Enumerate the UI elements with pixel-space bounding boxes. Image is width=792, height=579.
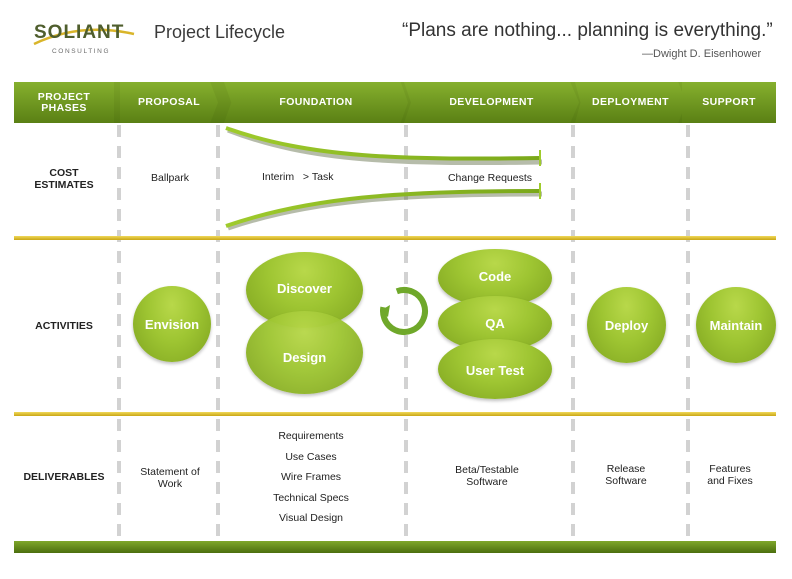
phase-header: PROJECT PHASES: [14, 82, 114, 123]
quote-author: —Dwight D. Eisenhower: [642, 48, 762, 60]
funnel-top-shadow: [227, 127, 543, 166]
funnel-bottom-shadow: [227, 191, 543, 231]
cost-proposal: Ballpark: [151, 172, 189, 184]
phase-development-label: DEVELOPMENT: [449, 96, 534, 108]
bottom-bar: [14, 541, 776, 553]
phase-foundation-label: FOUNDATION: [279, 96, 353, 108]
soliant-logo: SOLIANT CONSULTING: [30, 18, 140, 66]
phase-proposal: PROPOSAL: [120, 82, 218, 123]
phase-deployment: DEPLOYMENT: [575, 82, 686, 123]
estimate-funnel: [225, 126, 543, 231]
cost-foundation: Interim > Task: [262, 171, 372, 183]
row-label-activities: ACTIVITIES: [35, 320, 93, 332]
activity-design: Design: [246, 311, 363, 394]
deliverable-support: Features and Fixes: [707, 463, 753, 487]
phase-support-label: SUPPORT: [702, 96, 756, 108]
phase-header-label: PROJECT PHASES: [37, 90, 91, 114]
funnel-bottom-line: [225, 189, 541, 228]
activity-user-test-label: User Test: [465, 363, 525, 378]
activity-maintain: Maintain: [696, 287, 776, 363]
cost-task: Task: [311, 171, 334, 183]
phase-foundation: FOUNDATION: [224, 82, 408, 123]
column-divider: [117, 125, 121, 539]
activity-design-label: Design: [282, 350, 327, 365]
cost-arrow: >: [302, 171, 309, 183]
row-divider: [14, 236, 776, 240]
activity-code-label: Code: [478, 268, 512, 284]
funnel-top-line: [225, 126, 541, 161]
activity-discover-label: Discover: [277, 280, 332, 296]
deliverable-item: Use Cases: [285, 450, 337, 463]
deliverable-deployment: Release Software: [605, 463, 647, 487]
phase-development: DEVELOPMENT: [404, 82, 579, 123]
iteration-cycle-icon: [380, 287, 428, 335]
row-divider: [14, 412, 776, 416]
page-title: Project Lifecycle: [154, 22, 286, 42]
row-label-cost-text: COST ESTIMATES: [34, 167, 94, 191]
quote-text: “Plans are nothing... planning is everyt…: [402, 20, 773, 41]
activity-deploy: Deploy: [587, 287, 666, 363]
activity-envision: Envision: [133, 286, 211, 362]
phase-support: SUPPORT: [682, 82, 776, 123]
deliverable-item: Visual Design: [278, 512, 343, 524]
row-label-deliverables: DELIVERABLES: [23, 471, 105, 483]
deliverable-item: Wire Frames: [280, 471, 342, 483]
logo-swoosh-icon: [33, 28, 135, 46]
deliverable-item: Requirements: [278, 430, 344, 442]
deliverable-proposal: Statement of Work: [140, 466, 200, 490]
row-label-cost: COST ESTIMATES: [14, 167, 114, 191]
cost-interim: Interim: [262, 171, 295, 183]
column-divider: [571, 125, 575, 539]
deliverable-item: Technical Specs: [273, 491, 349, 504]
phase-proposal-label: PROPOSAL: [137, 96, 201, 108]
deliverable-foundation-list: Requirements Use Cases Wire Frames Techn…: [250, 430, 372, 533]
cost-development: Change Requests: [447, 172, 533, 184]
column-divider: [216, 125, 220, 539]
logo-subtitle: CONSULTING: [52, 48, 111, 55]
deliverable-development: Beta/Testable Software: [455, 464, 519, 488]
phase-deployment-label: DEPLOYMENT: [592, 96, 669, 108]
activity-user-test: User Test: [438, 339, 552, 399]
logo-wordmark: SOLIANT: [34, 22, 125, 43]
column-divider: [686, 125, 690, 539]
